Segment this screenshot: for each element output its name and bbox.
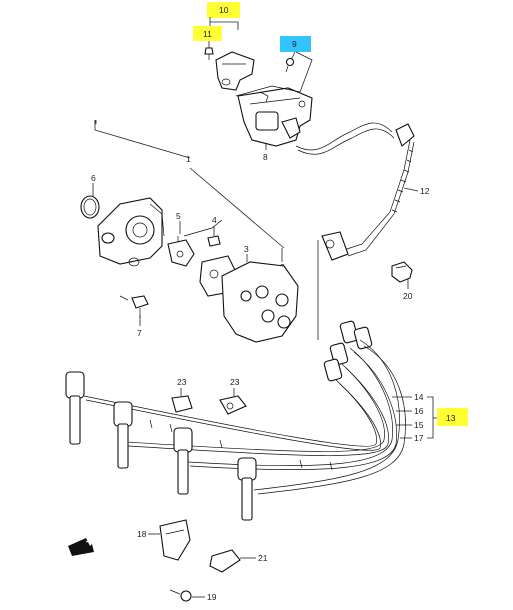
clamp-23-right[interactable] (219, 395, 247, 415)
coil-lead-wire-12[interactable] (295, 122, 415, 261)
bolt-7[interactable] (119, 295, 149, 318)
clip-21[interactable] (209, 549, 241, 573)
bolt-19[interactable] (169, 589, 192, 602)
label-5: 5 (176, 211, 181, 221)
highlight-box-13[interactable] (437, 408, 468, 426)
label-1: 1 (186, 154, 191, 164)
label-23-left: 23 (177, 377, 187, 387)
front-direction-arrow-icon (68, 538, 94, 556)
clamp-20[interactable] (391, 261, 413, 283)
label-16: 16 (414, 406, 424, 416)
label-7: 7 (137, 328, 142, 338)
label-9: 9 (292, 39, 297, 49)
label-17: 17 (414, 433, 424, 443)
label-21: 21 (258, 553, 268, 563)
bracket-18[interactable] (159, 519, 191, 561)
label-11: 11 (203, 29, 212, 39)
highlight-box-10[interactable] (207, 2, 240, 18)
igniter-module-5[interactable] (167, 219, 223, 267)
ignition-coil-8[interactable] (235, 85, 313, 147)
distributor-housing[interactable] (97, 197, 165, 267)
label-13: 13 (446, 413, 456, 423)
label-10: 10 (219, 5, 229, 15)
plug-wire-set-13[interactable] (65, 320, 406, 521)
label-6: 6 (91, 173, 96, 183)
label-20: 20 (403, 291, 413, 301)
label-18: 18 (137, 529, 147, 539)
bolt-11[interactable] (204, 47, 214, 60)
bolt-9[interactable] (285, 57, 295, 73)
o-ring-6[interactable] (80, 195, 100, 219)
label-8: 8 (263, 152, 268, 162)
highlight-box-11[interactable] (193, 26, 222, 41)
ignition-coil-bracket[interactable] (215, 51, 255, 91)
clamp-23-left[interactable] (171, 395, 193, 413)
distributor-cap-2[interactable] (221, 261, 299, 343)
label-14: 14 (414, 392, 424, 402)
label-4: 4 (212, 215, 217, 225)
label-3: 3 (244, 244, 249, 254)
label-12: 12 (420, 186, 430, 196)
label-15: 15 (414, 420, 424, 430)
signal-generator-4[interactable] (207, 235, 221, 247)
label-19: 19 (207, 592, 217, 602)
label-23-right: 23 (230, 377, 240, 387)
highlight-box-9[interactable] (280, 36, 311, 52)
